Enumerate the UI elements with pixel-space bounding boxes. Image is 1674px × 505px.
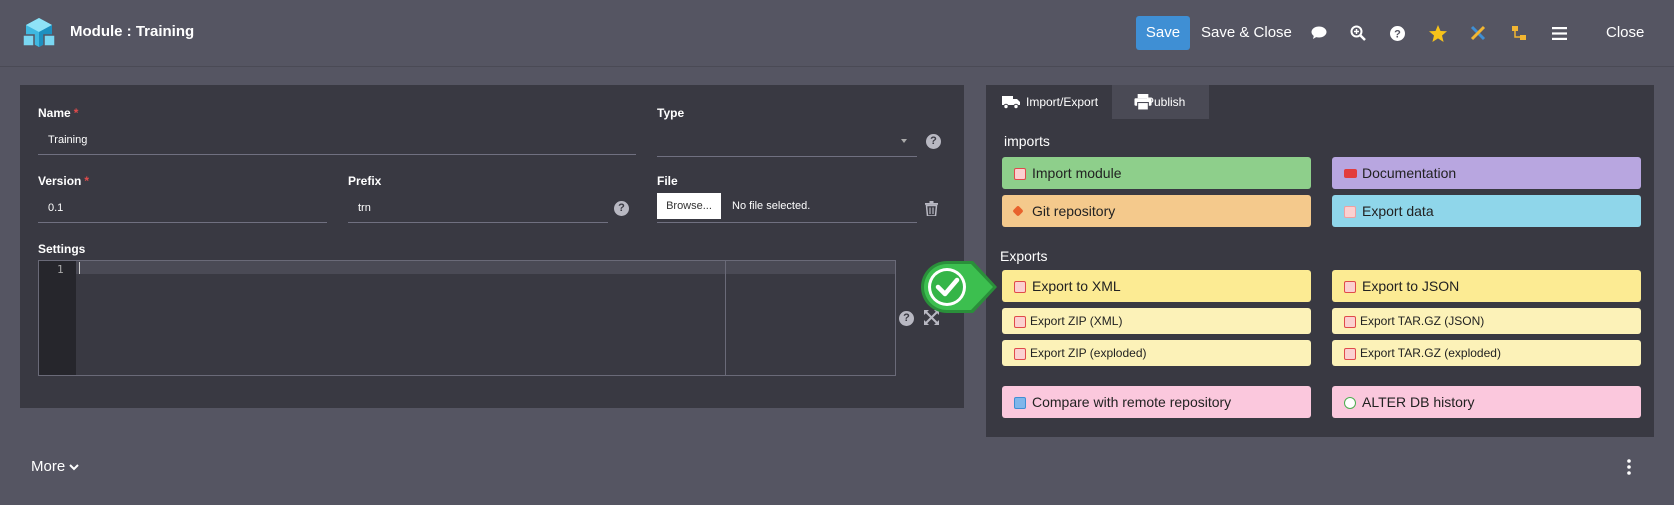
text-cursor [79,262,80,274]
export-icon [1344,316,1356,328]
no-file-text: No file selected. [732,200,811,212]
export-icon [1014,316,1026,328]
tab-import-export[interactable]: Import/Export [986,85,1112,119]
check-pointer-icon [921,261,997,313]
menu-icon[interactable] [1548,22,1570,44]
kebab-menu-icon[interactable] [1627,459,1631,475]
export-icon [1344,281,1356,293]
imports-heading: imports [1004,133,1050,149]
tab-publish[interactable]: Publish [1112,85,1209,119]
version-label: Version* [38,174,90,188]
export-targz-exploded-button[interactable]: Export TAR.GZ (exploded) [1332,340,1641,366]
export-data-button[interactable]: Export data [1332,195,1641,227]
compare-icon [1014,397,1026,409]
truck-icon [1002,96,1020,110]
export-zip-exploded-button[interactable]: Export ZIP (exploded) [1002,340,1311,366]
prefix-label: Prefix [348,174,382,188]
logo-icon [22,18,56,47]
alter-db-history-button[interactable]: ALTER DB history [1332,386,1641,418]
version-field[interactable]: 0.1 [38,193,327,223]
line-number: 1 [57,263,64,276]
zoom-icon[interactable] [1347,22,1369,44]
import-icon [1014,168,1026,180]
export-icon [1344,348,1356,360]
tree-icon[interactable] [1508,22,1530,44]
editor-gutter [39,261,76,375]
export-zip-xml-button[interactable]: Export ZIP (XML) [1002,308,1311,334]
export-targz-json-button[interactable]: Export TAR.GZ (JSON) [1332,308,1641,334]
import-module-button[interactable]: Import module [1002,157,1311,189]
prefix-field[interactable]: trn [348,193,608,223]
trash-icon[interactable] [925,201,938,221]
settings-label: Settings [38,242,86,256]
documentation-button[interactable]: Documentation [1332,157,1641,189]
git-repository-button[interactable]: Git repository [1002,195,1311,227]
git-icon [1012,205,1024,217]
star-icon[interactable] [1427,22,1449,44]
name-field[interactable]: Training [38,125,636,155]
close-button[interactable]: Close [1606,24,1645,41]
export-xml-button[interactable]: Export to XML [1002,270,1311,302]
save-close-button[interactable]: Save & Close [1201,24,1292,41]
type-select[interactable] [657,127,917,157]
save-button[interactable]: Save [1136,16,1190,50]
prefix-help-icon[interactable]: ? [614,201,629,216]
settings-code-editor[interactable]: 1 [38,260,896,376]
file-field [657,193,917,223]
compare-remote-button[interactable]: Compare with remote repository [1002,386,1311,418]
export-json-button[interactable]: Export to JSON [1332,270,1641,302]
pdf-icon [1344,169,1357,178]
history-icon [1344,397,1356,409]
export-icon [1014,348,1026,360]
active-line [76,261,895,274]
svg-text:?: ? [1394,28,1401,40]
more-button[interactable]: More [31,458,80,475]
print-margin [725,261,726,375]
page-title: Module : Training [70,23,195,40]
export-icon [1014,281,1026,293]
type-help-icon[interactable]: ? [926,134,941,149]
printer-icon [1134,94,1152,110]
import-export-panel [986,85,1654,437]
top-bar: Module : Training Save Save & Close ? Cl… [0,0,1674,67]
export-icon [1344,206,1356,218]
settings-help-icon[interactable]: ? [899,311,914,326]
chevron-down-icon [69,463,80,470]
type-label: Type [657,106,685,120]
help-icon[interactable]: ? [1386,22,1408,44]
tools-icon[interactable] [1467,22,1489,44]
exports-heading: Exports [1000,248,1048,264]
browse-button[interactable]: Browse... [657,193,721,219]
file-label: File [657,174,678,188]
caret-down-icon [901,139,907,143]
comment-icon[interactable] [1308,22,1330,44]
name-label: Name* [38,106,79,120]
